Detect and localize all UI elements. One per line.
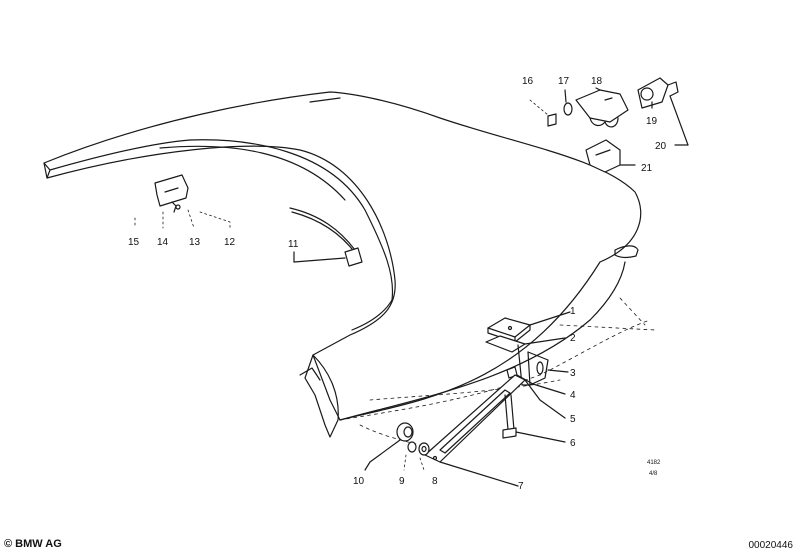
part-16-screw bbox=[529, 99, 557, 127]
part-14-screw bbox=[171, 201, 181, 213]
part-label-1: 1 bbox=[570, 306, 576, 317]
copyright-label: © BMW AG bbox=[4, 538, 62, 550]
part-label-4: 4 bbox=[570, 390, 576, 401]
part-label-15: 15 bbox=[128, 237, 140, 248]
part-label-7: 7 bbox=[518, 481, 524, 492]
part-19-lock-cylinder bbox=[637, 77, 679, 109]
part-label-3: 3 bbox=[570, 368, 576, 379]
part-20-key-leader bbox=[669, 95, 689, 146]
part-label-19: 19 bbox=[646, 116, 658, 127]
part-label-17: 17 bbox=[558, 76, 570, 87]
part-9-washer bbox=[403, 441, 417, 471]
part-label-21: 21 bbox=[641, 163, 653, 174]
part-15-hook bbox=[154, 174, 189, 207]
part-10-bushing bbox=[364, 422, 414, 471]
part-18-lock-housing bbox=[575, 87, 629, 128]
drawing-ref-line2: 4/8 bbox=[649, 471, 658, 477]
part-8-washer bbox=[418, 442, 430, 471]
part-21-catch bbox=[585, 139, 636, 173]
image-number: 00020446 bbox=[748, 540, 794, 551]
part-labels: 1 2 3 4 5 6 7 8 9 10 11 12 13 14 15 16 1… bbox=[128, 76, 667, 492]
part-5-leader bbox=[524, 379, 566, 419]
part-label-13: 13 bbox=[189, 237, 201, 248]
part-label-6: 6 bbox=[570, 438, 576, 449]
part-label-5: 5 bbox=[570, 414, 576, 425]
part-2-plate bbox=[485, 335, 566, 353]
part-6-bolt bbox=[502, 394, 566, 443]
part-label-16: 16 bbox=[522, 76, 534, 87]
part-label-9: 9 bbox=[399, 476, 405, 487]
part-label-20: 20 bbox=[655, 141, 667, 152]
part-3-bracket bbox=[517, 344, 569, 386]
leader-lines-12-15 bbox=[134, 209, 231, 229]
part-label-14: 14 bbox=[157, 237, 169, 248]
part-17-washer bbox=[563, 89, 573, 116]
part-label-11: 11 bbox=[288, 239, 299, 250]
part-7-strap bbox=[424, 374, 526, 487]
part-label-18: 18 bbox=[591, 76, 603, 87]
part-label-8: 8 bbox=[432, 476, 438, 487]
part-label-2: 2 bbox=[570, 333, 576, 344]
part-11-bracket bbox=[293, 247, 363, 267]
hardtop-shell bbox=[43, 91, 642, 438]
drawing-ref-line1: 4182 bbox=[647, 460, 661, 466]
part-label-12: 12 bbox=[224, 237, 236, 248]
part-label-10: 10 bbox=[353, 476, 365, 487]
